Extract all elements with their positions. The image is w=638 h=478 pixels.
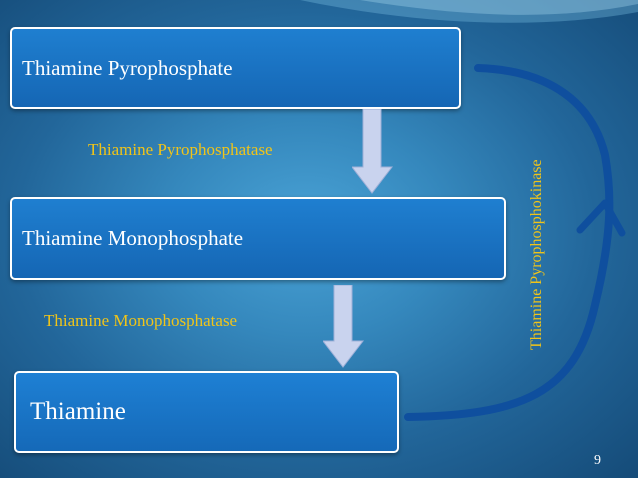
down-arrow-1 <box>352 109 394 194</box>
enzyme-monophosphatase-label: Thiamine Monophosphatase <box>44 311 238 330</box>
thiamine-monophosphate-box: Thiamine Monophosphate <box>10 197 506 280</box>
thiamine-monophosphate-label: Thiamine Monophosphate <box>22 226 244 250</box>
down-arrow-2 <box>323 285 365 368</box>
enzyme-pyrophosphatase-label: Thiamine Pyrophosphatase <box>88 140 273 159</box>
thiamine-box: Thiamine <box>14 371 399 453</box>
page-number: 9 <box>594 453 601 468</box>
loop-arrow <box>404 64 626 421</box>
thiamine-label: Thiamine <box>30 398 126 425</box>
thiamine-pyrophosphate-label: Thiamine Pyrophosphate <box>22 55 233 80</box>
thiamine-pyrophosphate-box: Thiamine Pyrophosphate <box>10 27 461 109</box>
